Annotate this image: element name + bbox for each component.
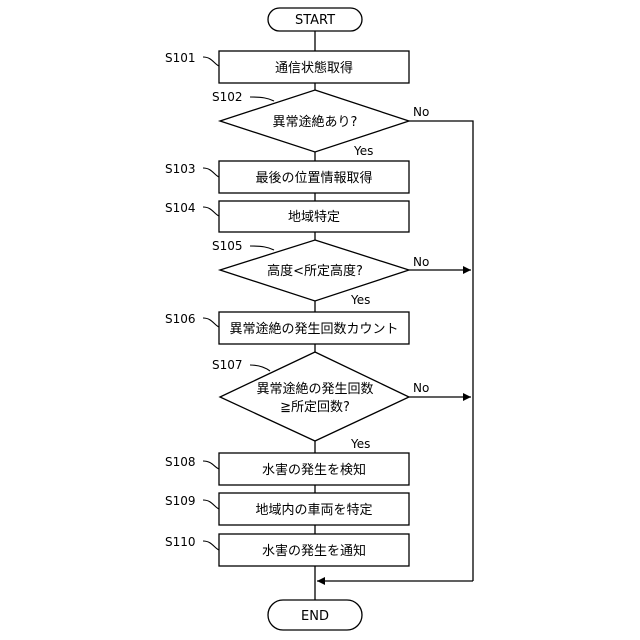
process-s110-text: 水害の発生を通知: [262, 543, 366, 559]
decision-s107-text-line2: ≧所定回数?: [280, 400, 350, 415]
end-label: END: [301, 609, 329, 624]
process-s104: 地域特定: [219, 201, 409, 232]
yes-label-s105: Yes: [350, 293, 370, 307]
leader-s106: [203, 318, 219, 327]
process-s101-text: 通信状態取得: [275, 60, 353, 76]
start-terminal: START: [268, 8, 362, 31]
leader-s110: [203, 541, 219, 550]
process-s106: 異常途絶の発生回数カウント: [219, 312, 409, 344]
no-label-s107: No: [413, 381, 429, 395]
yes-label-s107: Yes: [350, 437, 370, 451]
step-label-s108: S108: [165, 455, 196, 469]
process-s110: 水害の発生を通知: [219, 534, 409, 566]
decision-s105-text: 高度<所定高度?: [267, 263, 363, 279]
step-label-s104: S104: [165, 201, 196, 215]
leader-s101: [203, 57, 219, 66]
step-label-s101: S101: [165, 51, 196, 65]
process-s109-text: 地域内の車両を特定: [255, 502, 372, 518]
decision-s102-text: 異常途絶あり?: [273, 114, 358, 130]
step-label-s110: S110: [165, 535, 196, 549]
no-branch-s102: [409, 121, 473, 581]
leader-s103: [203, 168, 219, 177]
process-s104-text: 地域特定: [288, 210, 340, 225]
process-s106-text: 異常途絶の発生回数カウント: [229, 321, 398, 337]
leader-s107: [250, 365, 270, 371]
step-label-s107: S107: [212, 358, 243, 372]
leader-s104: [203, 207, 219, 216]
process-s109: 地域内の車両を特定: [219, 493, 409, 525]
process-s108: 水害の発生を検知: [219, 453, 409, 485]
decision-s102: 異常途絶あり?: [220, 90, 409, 152]
process-s101: 通信状態取得: [219, 51, 409, 83]
leader-s102: [250, 97, 274, 101]
process-s108-text: 水害の発生を検知: [262, 462, 366, 478]
end-terminal: END: [268, 600, 362, 630]
process-s103: 最後の位置情報取得: [219, 161, 409, 193]
step-label-s109: S109: [165, 494, 196, 508]
decision-s107-text-line1: 異常途絶の発生回数: [256, 381, 373, 397]
yes-label-s102: Yes: [353, 144, 373, 158]
process-s103-text: 最後の位置情報取得: [255, 170, 372, 186]
leader-s105: [250, 246, 274, 250]
no-label-s102: No: [413, 105, 429, 119]
decision-s105: 高度<所定高度?: [220, 240, 409, 301]
leader-s108: [203, 461, 219, 469]
step-label-s106: S106: [165, 312, 196, 326]
no-label-s105: No: [413, 255, 429, 269]
step-label-s103: S103: [165, 162, 196, 176]
decision-s107: 異常途絶の発生回数 ≧所定回数?: [220, 352, 409, 441]
step-label-s102: S102: [212, 90, 243, 104]
step-label-s105: S105: [212, 239, 243, 253]
leader-s109: [203, 500, 219, 509]
start-label: START: [295, 13, 335, 28]
